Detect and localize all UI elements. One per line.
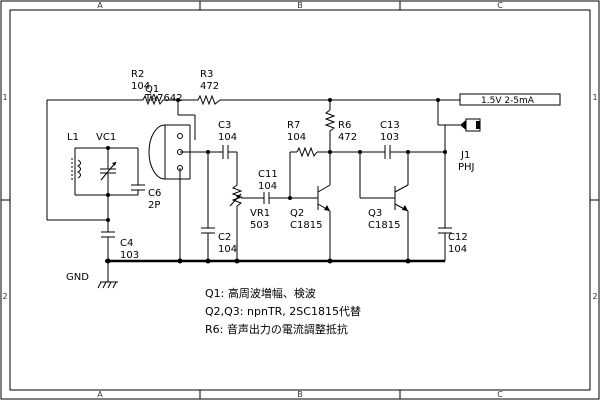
r3-ref: R3 bbox=[200, 69, 213, 80]
row-label-left-2: 2 bbox=[2, 292, 7, 301]
c4-value: 103 bbox=[120, 250, 139, 261]
row-label-right-1: 1 bbox=[592, 93, 597, 102]
j1-value: PHJ bbox=[458, 162, 475, 173]
q3-transistor-symbol bbox=[359, 152, 409, 261]
c12-capacitor-symbol bbox=[438, 227, 452, 261]
junction-dot bbox=[106, 193, 110, 197]
vr1-ref: VR1 bbox=[250, 208, 270, 219]
junction-dot bbox=[443, 150, 447, 154]
c4-ref: C4 bbox=[120, 238, 133, 249]
q3-value: C1815 bbox=[368, 220, 400, 231]
c13-ref: C13 bbox=[380, 120, 400, 131]
c3-value: 104 bbox=[218, 132, 237, 143]
c11-value: 104 bbox=[258, 181, 277, 192]
row-label-right-2: 2 bbox=[592, 292, 597, 301]
q1-ic-symbol bbox=[148, 100, 208, 261]
power-label: 1.5V 2-5mA bbox=[481, 96, 535, 106]
junction-dot bbox=[106, 218, 110, 222]
c2-capacitor-symbol bbox=[201, 152, 215, 261]
c4-capacitor-symbol bbox=[101, 220, 115, 261]
c2-ref: C2 bbox=[218, 232, 231, 243]
note-r6: R6: 音声出力の電流調整抵抗 bbox=[205, 322, 348, 336]
j1-phone-jack-symbol bbox=[437, 100, 481, 140]
col-label-bottom-a: A bbox=[97, 390, 103, 399]
note-q1: Q1: 高周波増幅、検波 bbox=[205, 286, 316, 300]
row-label-left-1: 1 bbox=[2, 93, 7, 102]
col-label-top-a: A bbox=[97, 1, 103, 10]
col-label-bottom-c: C bbox=[497, 390, 503, 399]
r7-value: 104 bbox=[287, 132, 306, 143]
q1-ref: Q1 bbox=[145, 84, 159, 95]
q2-transistor-symbol bbox=[317, 184, 331, 261]
vc1-variable-capacitor-symbol bbox=[100, 148, 117, 220]
r3-resistor-symbol bbox=[197, 94, 221, 106]
col-label-bottom-b: B bbox=[297, 390, 303, 399]
r3-value: 472 bbox=[200, 81, 219, 92]
power-supply-box bbox=[459, 93, 561, 106]
note-q2-q3: Q2,Q3: npnTR, 2SC1815代替 bbox=[205, 304, 361, 318]
j1-ref: J1 bbox=[460, 150, 470, 161]
r2-value: 104 bbox=[131, 81, 150, 92]
c6-ref: C6 bbox=[148, 188, 161, 199]
col-label-top-b: B bbox=[297, 1, 303, 10]
r6-resistor-symbol bbox=[324, 100, 336, 185]
c2-value: 104 bbox=[218, 244, 237, 255]
col-label-top-c: C bbox=[497, 1, 503, 10]
junction-dot bbox=[288, 196, 292, 200]
q2-ref: Q2 bbox=[290, 208, 304, 219]
r2-ref: R2 bbox=[131, 69, 144, 80]
r6-value: 472 bbox=[338, 132, 357, 143]
ground-junctions bbox=[105, 258, 411, 264]
r7-ref: R7 bbox=[287, 120, 300, 131]
vr1-potentiometer-symbol bbox=[229, 184, 255, 261]
c6-value: 2P bbox=[148, 200, 160, 211]
c6-capacitor-symbol bbox=[131, 184, 145, 191]
c13-value: 103 bbox=[380, 132, 399, 143]
c3-ref: C3 bbox=[218, 120, 231, 131]
c3-capacitor-symbol bbox=[208, 145, 238, 185]
c12-value: 104 bbox=[448, 244, 467, 255]
vc1-ref: VC1 bbox=[96, 132, 116, 143]
q3-ref: Q3 bbox=[368, 208, 382, 219]
r6-ref: R6 bbox=[338, 120, 351, 131]
c12-ref: C12 bbox=[448, 232, 468, 243]
top-rail bbox=[46, 99, 438, 221]
vr1-value: 503 bbox=[250, 220, 269, 231]
q1-value: TA7642 bbox=[144, 93, 183, 104]
gnd-label: GND bbox=[66, 272, 89, 283]
r2-resistor-symbol bbox=[142, 94, 164, 106]
q2-value: C1815 bbox=[290, 220, 322, 231]
l1-ref: L1 bbox=[67, 132, 79, 143]
c11-ref: C11 bbox=[258, 169, 278, 180]
ground-symbol bbox=[97, 261, 118, 289]
junction-dot bbox=[106, 146, 110, 150]
r7-resistor-symbol bbox=[289, 146, 330, 198]
c13-capacitor-symbol bbox=[330, 140, 446, 228]
c11-capacitor-symbol bbox=[255, 192, 318, 204]
l1-coil-symbol bbox=[71, 147, 139, 196]
